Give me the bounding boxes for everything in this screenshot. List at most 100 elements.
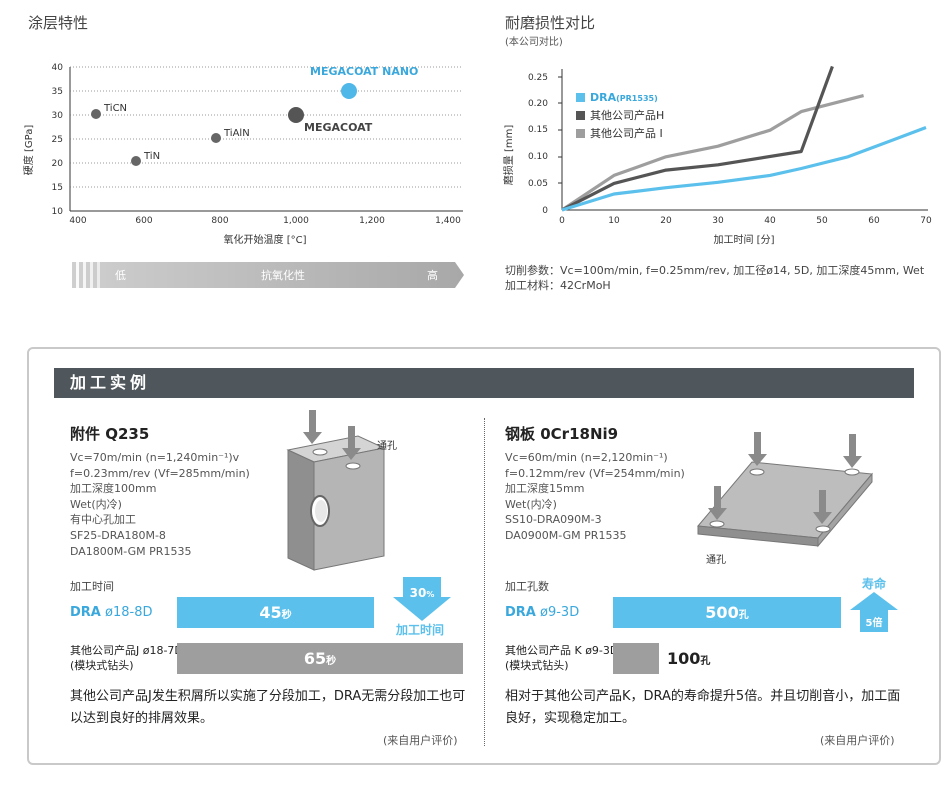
wear-ytick: 0.25: [528, 73, 548, 83]
section-banner: 加工实例: [54, 368, 914, 398]
case2-other-value: 100: [667, 649, 701, 668]
case1-other-label: 其他公司产品J ø18-7D (模块式钻头): [70, 643, 183, 673]
case2-other-label2: (模块式钻头): [505, 659, 569, 672]
coating-ytick: 20: [52, 159, 64, 169]
wear-xlabel: 加工时间 [分]: [714, 233, 775, 246]
point-tialn: [211, 133, 221, 143]
point-ticn: [91, 109, 101, 119]
case1-dra-value: 45: [259, 603, 282, 622]
wear-chart: 磨损量 [mm] 0.25 0.20 0.15 0.10 0.05 0 0 10…: [502, 65, 932, 246]
wear-series-line: [561, 126, 927, 212]
wear-ytick: 0.10: [528, 152, 548, 162]
case1-workpiece-illustration: [286, 410, 386, 571]
case2-other-bar: [613, 643, 659, 674]
coating-ylabel: 硬度 [GPa]: [22, 125, 35, 176]
case2-other-label: 其他公司产品 K ø9-3D (模块式钻头): [505, 643, 618, 673]
coating-ytick: 35: [52, 87, 63, 97]
case2-dra-value: 500: [705, 603, 739, 622]
case1-note: 其他公司产品J发生积屑所以实施了分段加工，DRA无需分段加工也可以达到良好的排屑…: [70, 689, 466, 726]
case1-param: SF25-DRA180M-8: [70, 528, 166, 542]
case2-dra-spec: ø9-3D: [540, 605, 580, 620]
case2-other-value-wrap: 100孔: [667, 649, 710, 668]
legend-label-i: 其他公司产品 I: [590, 126, 663, 140]
wear-series-line: [561, 65, 834, 212]
case1-badge-caption: 加工时间: [395, 622, 444, 637]
point-megacoat: [288, 107, 304, 123]
case1-param: 加工深度100mm: [70, 482, 157, 496]
point-megacoat-nano: [341, 83, 357, 99]
case2-dra-label: DRA ø9-3D: [505, 605, 579, 620]
case2-note: 相对于其他公司产品K，DRA的寿命提升5倍。并且切削音小，加工面良好，实现稳定加…: [505, 689, 901, 726]
arrow-high: 高: [427, 268, 438, 282]
case1-dra-unit: 秒: [281, 610, 292, 621]
case2-dra-name: DRA: [505, 605, 536, 620]
wear-ytick: 0.20: [528, 99, 548, 109]
legend-label-dra: DRA(PR1535): [590, 91, 658, 104]
coating-ytick: 40: [52, 63, 64, 73]
svg-text:30%: 30%: [410, 586, 435, 600]
case2-plate-illustration: [697, 432, 873, 548]
case1-params: Vc=70m/min (n=1,240min⁻¹)v f=0.23mm/rev …: [70, 450, 250, 559]
coating-title: 涂层特性: [28, 14, 89, 32]
case2-badge-value: 5倍: [866, 616, 883, 629]
coating-xlabel: 氧化开始温度 [°C]: [224, 233, 307, 246]
coating-ytick: 25: [52, 135, 63, 145]
legend-swatch-h: [576, 111, 585, 120]
case1-other-value: 65: [303, 649, 327, 668]
case1-other-label2: (模块式钻头): [70, 659, 134, 672]
wear-xtick: 20: [660, 216, 672, 226]
case1-dra-bar: 45秒: [177, 597, 374, 628]
wear-title: 耐磨损性对比: [505, 14, 596, 32]
wear-xtick: 40: [764, 216, 776, 226]
point-megacoat-nano-label: MEGACOAT NANO: [310, 65, 418, 78]
coating-xtick: 1,000: [283, 216, 309, 226]
case2-source: (来自用户评价): [820, 734, 895, 747]
wear-xtick: 30: [712, 216, 724, 226]
wear-ytick: 0.15: [528, 125, 548, 135]
case2-param: f=0.12mm/rev (Vf=254mm/min): [505, 466, 685, 480]
wear-ytick: 0: [542, 206, 548, 216]
coating-xtick: 800: [211, 216, 228, 226]
wear-ytick: 0.05: [528, 179, 548, 189]
point-ticn-label: TiCN: [103, 103, 127, 114]
case1-title: 附件 Q235: [70, 425, 150, 443]
case2-badge-top: 寿命: [862, 576, 887, 591]
arrow-mid: 抗氧化性: [261, 268, 305, 282]
case2-param: DA0900M-GM PR1535: [505, 528, 627, 542]
coating-ytick: 15: [52, 183, 63, 193]
case2-params: Vc=60m/min (n=2,120min⁻¹) f=0.12mm/rev (…: [505, 450, 685, 544]
case2-life-arrow: 寿命 5倍: [850, 576, 898, 632]
point-tin-label: TiN: [143, 151, 160, 162]
case1-hole-label: 通孔: [377, 441, 397, 452]
case2-dra-unit: 孔: [738, 610, 749, 621]
wear-subtitle: (本公司对比): [505, 37, 563, 48]
point-tin: [131, 156, 141, 166]
coating-ytick: 30: [52, 111, 64, 121]
case1-param: Wet(内冷): [70, 497, 122, 511]
wear-ylabel: 磨损量 [mm]: [502, 125, 515, 186]
case2-title: 钢板 0Cr18Ni9: [505, 425, 619, 443]
point-megacoat-label: MEGACOAT: [304, 121, 373, 134]
coating-xtick: 1,400: [435, 216, 461, 226]
coating-xtick: 1,200: [359, 216, 385, 226]
wear-xtick: 10: [608, 216, 620, 226]
case1-param: DA1800M-GM PR1535: [70, 544, 192, 558]
point-tialn-label: TiAlN: [223, 128, 250, 139]
case1-dra-spec: ø18-8D: [105, 605, 153, 620]
wear-xtick: 50: [816, 216, 828, 226]
case1-dra-name: DRA: [70, 605, 101, 620]
wear-xtick: 60: [868, 216, 880, 226]
case1-param: 有中心孔加工: [70, 513, 136, 527]
case2-other-label1: 其他公司产品 K ø9-3D: [505, 644, 619, 657]
case1-source: (来自用户评价): [383, 734, 458, 747]
oxidation-arrow: 低 抗氧化性 高: [69, 262, 464, 288]
case2-param: Vc=60m/min (n=2,120min⁻¹): [505, 451, 668, 464]
legend-swatch-i: [576, 129, 585, 138]
case1-badge-unit: %: [426, 590, 434, 599]
case2-dra-bar: 500孔: [613, 597, 841, 628]
wear-material: 加工材料：42CrMoH: [505, 279, 611, 292]
case1-other-label1: 其他公司产品J ø18-7D: [70, 644, 183, 657]
case1-badge-value: 30: [410, 586, 427, 600]
arrow-low: 低: [115, 269, 126, 282]
coating-chart: 硬度 [GPa] 40 35 30 25 20 15 10 400 600 80…: [22, 63, 463, 246]
